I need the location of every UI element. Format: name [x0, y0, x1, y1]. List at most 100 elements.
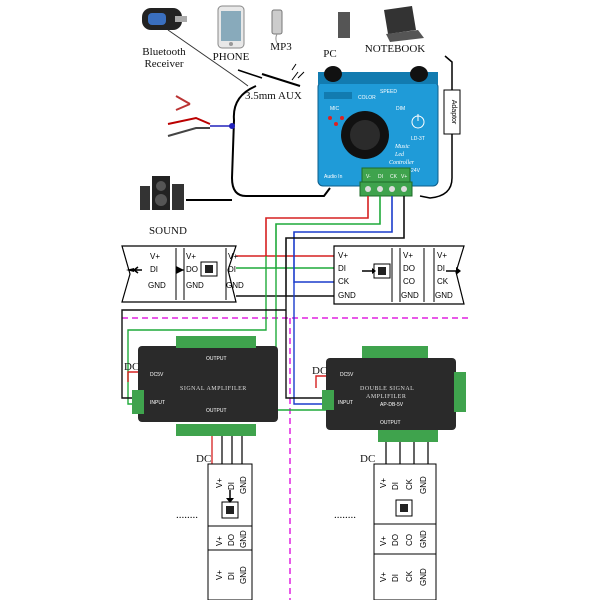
amp-right-output: OUTPUT [380, 420, 401, 426]
bl-top-pin-1: V+ [215, 478, 224, 488]
br-mid-pin-1: V+ [379, 536, 388, 546]
left-strip-pin-b1: V+ [186, 252, 196, 261]
bl-bot-pin-2: DI [227, 572, 236, 580]
right-strip-pin-b2: DO [403, 264, 415, 273]
br-bot-pin-3: CK [405, 570, 414, 582]
ctrl-pin-4: V+ [401, 174, 407, 180]
right-strip-pin-b1: V+ [403, 251, 413, 260]
left-strip-pin-a2: DI [150, 265, 158, 274]
phone-label: PHONE [213, 51, 250, 63]
bottom-left-dc: DC [196, 453, 211, 465]
bottom-left-led-strip: V+ DI GND V+ DO GND V+ DI GND [207, 463, 253, 600]
br-mid-pin-2: DO [391, 534, 400, 546]
mp3-label: MP3 [270, 41, 292, 53]
arrow-down-icon [226, 498, 234, 503]
adaptor-icon: Adaptor [419, 55, 461, 199]
aux-arrows-icon [291, 63, 305, 81]
amp-right-title: DOUBLE SIGNAL [360, 386, 414, 392]
bottom-right-dots: ........ [334, 509, 356, 521]
bl-mid-pin-3: GND [239, 530, 248, 548]
bluetooth-label: Bluetooth [142, 46, 186, 58]
ctrl-pin-1: V- [366, 174, 371, 180]
left-strip-pin-a3: GND [148, 281, 166, 290]
bl-top-pin-2: DI [227, 482, 236, 490]
notebook-label: NOTEBOOK [365, 43, 426, 55]
right-strip-pin-c4: GND [435, 291, 453, 300]
mp3-icon [271, 9, 283, 47]
br-mid-pin-3: CO [405, 534, 414, 546]
br-top-pin-2: DI [391, 482, 400, 490]
music-led-controller: MIC COLOR DIM SPEED Music Led Controller… [317, 66, 439, 197]
amp-right-dc: DC [312, 365, 327, 377]
controller-line1: Music [394, 144, 410, 150]
br-bot-pin-1: V+ [379, 572, 388, 582]
arrow-right-icon [456, 267, 461, 275]
left-strip-pin-c3: GND [226, 281, 244, 290]
amp-left-dc: DC [124, 361, 139, 373]
amp-left-title: SIGNAL AMPLIFILER [180, 386, 247, 392]
right-strip-pin-c3: CK [437, 277, 449, 286]
ctrl-pin-3: CK [390, 174, 398, 180]
dim-label: DIM [396, 106, 405, 112]
br-bot-pin-2: DI [391, 574, 400, 582]
right-strip-pin-a1: V+ [338, 251, 348, 260]
left-strip-pin-c1: V+ [228, 252, 238, 261]
power-icon [411, 114, 425, 129]
double-signal-amplifier-right: DOUBLE SIGNAL AMPLIFILER AP-DB-5V INPUT … [322, 346, 466, 442]
controller-line3: Controller [389, 160, 415, 166]
amp-right-dc-side: DC5V [340, 372, 354, 378]
left-led-strip: V+ DI GND V+ DO GND V+ DI GND [121, 245, 244, 303]
pc-icon [338, 12, 350, 38]
amp-left-dc-side: DC5V [150, 372, 164, 378]
left-strip-pin-b3: GND [186, 281, 204, 290]
br-bot-pin-4: GND [419, 568, 428, 586]
bluetooth-label-2: Receiver [144, 58, 183, 70]
bluetooth-receiver-icon [142, 8, 187, 30]
bottom-right-led-strip: V+ DI CK GND V+ DO CO GND V+ DI CK GND [373, 463, 437, 600]
br-top-pin-3: CK [405, 478, 414, 490]
ctrl-pin-2: DI [378, 174, 383, 180]
right-strip-pin-b4: GND [401, 291, 419, 300]
amp-right-input: INPUT [338, 400, 353, 406]
aux-label: 3.5mm AUX [245, 90, 302, 102]
right-led-strip: V+ DI CK GND V+ DO CO GND V+ DI CK GND [333, 245, 465, 305]
right-strip-pin-a3: CK [338, 277, 350, 286]
amp-left-output-bottom: OUTPUT [206, 408, 227, 414]
right-strip-pin-a4: GND [338, 291, 356, 300]
amp-left-output-top: OUTPUT [206, 356, 227, 362]
left-strip-pin-a1: V+ [150, 252, 160, 261]
notebook-icon [384, 6, 424, 42]
amp-right-title-2: AMPLIFILER [366, 394, 406, 400]
speaker-icon [140, 176, 184, 210]
right-strip-pin-c2: DI [437, 264, 445, 273]
br-mid-pin-4: GND [419, 530, 428, 548]
bl-top-pin-3: GND [239, 476, 248, 494]
mic-label: MIC [330, 106, 340, 112]
audio-in-label: Audio In [324, 174, 343, 180]
right-strip-pin-c1: V+ [437, 251, 447, 260]
left-strip-pin-b2: DO [186, 265, 198, 274]
right-strip-pin-a2: DI [338, 264, 346, 273]
signal-amplifier-left: SIGNAL AMPLIFILER INPUT OUTPUT OUTPUT DC… [132, 336, 278, 436]
sound-label: SOUND [149, 225, 187, 237]
adaptor-label: Adaptor [450, 100, 457, 125]
bl-mid-pin-2: DO [227, 534, 236, 546]
br-top-pin-1: V+ [379, 478, 388, 488]
amp-right-model: AP-DB-5V [380, 402, 404, 408]
speed-label: SPEED [380, 89, 397, 95]
pc-label: PC [323, 48, 336, 60]
controller-line2: Led [394, 152, 405, 158]
phone-icon [217, 5, 245, 49]
right-strip-pin-b3: CO [403, 277, 415, 286]
bl-mid-pin-1: V+ [215, 536, 224, 546]
bottom-left-dots: ........ [176, 509, 198, 521]
amp-left-input: INPUT [150, 400, 165, 406]
bl-bot-pin-1: V+ [215, 570, 224, 580]
color-label: COLOR [358, 95, 376, 101]
y-splitter-icon [167, 95, 235, 137]
br-top-pin-4: GND [419, 476, 428, 494]
bl-bot-pin-3: GND [239, 566, 248, 584]
left-strip-pin-c2: DI [228, 265, 236, 274]
controller-model: LD-3T [411, 136, 425, 142]
